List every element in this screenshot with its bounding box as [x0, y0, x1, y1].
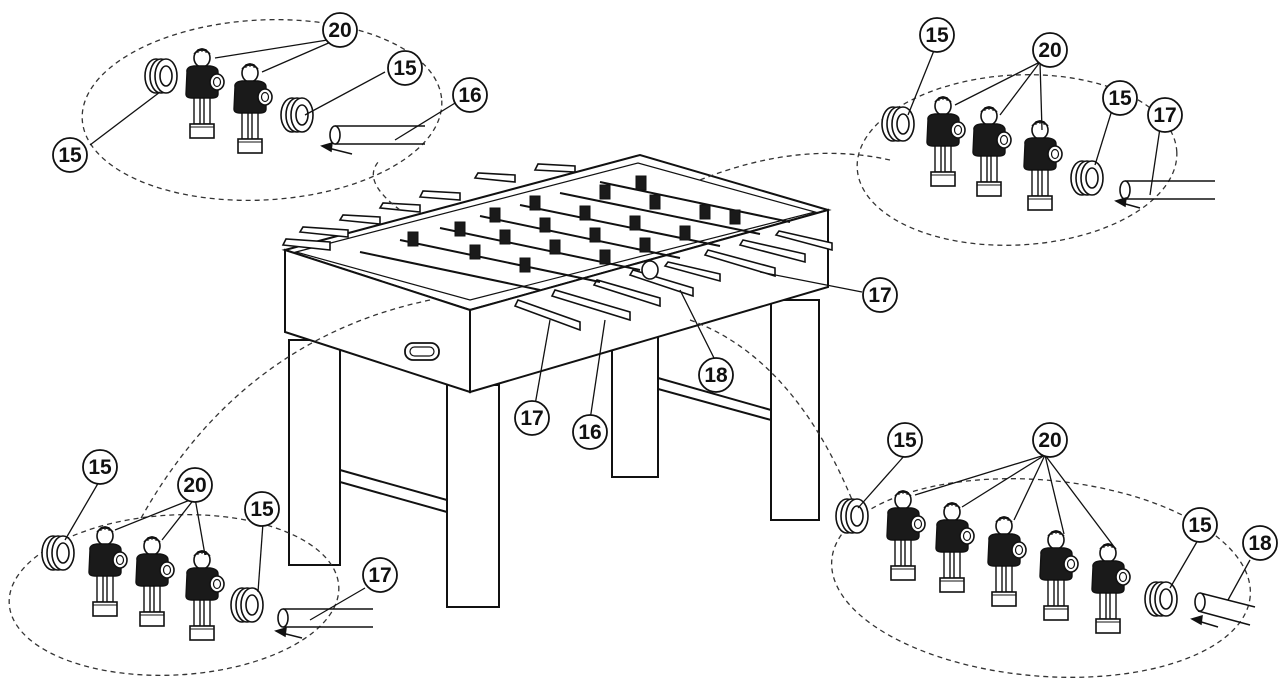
callout-20: 20	[322, 12, 358, 48]
bumper-part	[280, 97, 314, 133]
rod-end	[1194, 592, 1256, 626]
callout-circle	[322, 12, 358, 48]
callout-circle	[52, 137, 88, 173]
callout-circle	[1102, 80, 1138, 116]
callout-number: 18	[1248, 532, 1272, 555]
callout-number: 18	[704, 364, 728, 387]
group-top-right	[881, 95, 1216, 211]
bumper-part	[1070, 160, 1104, 196]
callout-16: 16	[452, 77, 488, 113]
callout-number: 17	[868, 284, 891, 307]
direction-arrow	[1114, 196, 1141, 209]
player-figure	[135, 535, 175, 627]
player-figure	[1039, 529, 1079, 621]
callout-17: 17	[362, 557, 398, 593]
player-figure	[88, 525, 128, 617]
callout-number: 20	[183, 474, 206, 497]
callout-number: 15	[58, 144, 82, 167]
callout-circle	[698, 357, 734, 393]
callout-number: 20	[1038, 39, 1061, 62]
callout-number: 15	[893, 429, 917, 452]
callout-number: 20	[1038, 429, 1061, 452]
callout-circle	[887, 422, 923, 458]
callout-number: 16	[458, 84, 481, 107]
callout-number: 15	[250, 498, 274, 521]
direction-arrow	[274, 626, 303, 639]
bumper-part	[835, 498, 869, 534]
player-figure	[972, 105, 1012, 197]
direction-arrow	[1190, 614, 1219, 628]
bumper-part	[1144, 581, 1178, 617]
callout-circle	[82, 449, 118, 485]
player-figure	[233, 62, 273, 154]
leader-lines	[64, 37, 1251, 621]
callout-number: 15	[1188, 514, 1212, 537]
table-rods	[281, 163, 833, 332]
table-players	[407, 175, 741, 273]
callout-number: 17	[1153, 104, 1176, 127]
dashed-outlines	[8, 18, 1252, 678]
player-figure	[1091, 542, 1131, 634]
callout-18: 18	[698, 357, 734, 393]
callout-20: 20	[1032, 32, 1068, 68]
player-figure	[1023, 119, 1063, 211]
callout-number: 17	[368, 564, 391, 587]
callout-18: 18	[1242, 525, 1278, 561]
bumper-part	[144, 58, 178, 94]
table-ring	[641, 260, 659, 280]
callout-circle	[514, 400, 550, 436]
callout-15: 15	[52, 137, 88, 173]
callout-number: 20	[328, 19, 351, 42]
player-figure	[185, 47, 225, 139]
callout-number: 15	[88, 456, 112, 479]
rod-end	[329, 125, 426, 145]
callout-circle	[919, 17, 955, 53]
callout-circle	[862, 277, 898, 313]
callout-15: 15	[1102, 80, 1138, 116]
player-figure	[886, 489, 926, 581]
player-figure	[987, 515, 1027, 607]
callout-circle	[452, 77, 488, 113]
player-figure	[935, 501, 975, 593]
group-top-left	[144, 47, 426, 155]
callout-16: 16	[572, 414, 608, 450]
callout-circle	[387, 50, 423, 86]
callout-15: 15	[887, 422, 923, 458]
callout-circle	[244, 491, 280, 527]
bumper-part	[230, 587, 264, 623]
callout-17: 17	[1147, 97, 1183, 133]
callout-number: 16	[578, 421, 601, 444]
group-bottom-right	[835, 489, 1256, 634]
callout-number: 15	[1108, 87, 1132, 110]
callout-circle	[1182, 507, 1218, 543]
callout-20: 20	[177, 467, 213, 503]
callout-circle	[177, 467, 213, 503]
callout-number: 17	[520, 407, 543, 430]
callout-circle	[572, 414, 608, 450]
direction-arrow	[320, 141, 353, 155]
bumper-part	[41, 535, 75, 571]
callout-17: 17	[862, 277, 898, 313]
callout-15: 15	[387, 50, 423, 86]
callout-15: 15	[244, 491, 280, 527]
callout-circle	[1032, 422, 1068, 458]
rod-end	[1119, 180, 1216, 200]
callout-17: 17	[514, 400, 550, 436]
callout-circle	[1147, 97, 1183, 133]
callout-circle	[1032, 32, 1068, 68]
callout-number: 15	[925, 24, 949, 47]
callout-15: 15	[919, 17, 955, 53]
player-figure	[185, 549, 225, 641]
callouts: 20 15 15 16 15 20 15 17 17 18 17 16 15 20 15 17 15 20 15 18	[52, 12, 1278, 593]
callout-circle	[1242, 525, 1278, 561]
callout-20: 20	[1032, 422, 1068, 458]
callout-15: 15	[82, 449, 118, 485]
player-figure	[926, 95, 966, 187]
callout-circle	[362, 557, 398, 593]
callout-number: 15	[393, 57, 417, 80]
group-bottom-left	[41, 525, 374, 641]
callout-15: 15	[1182, 507, 1218, 543]
